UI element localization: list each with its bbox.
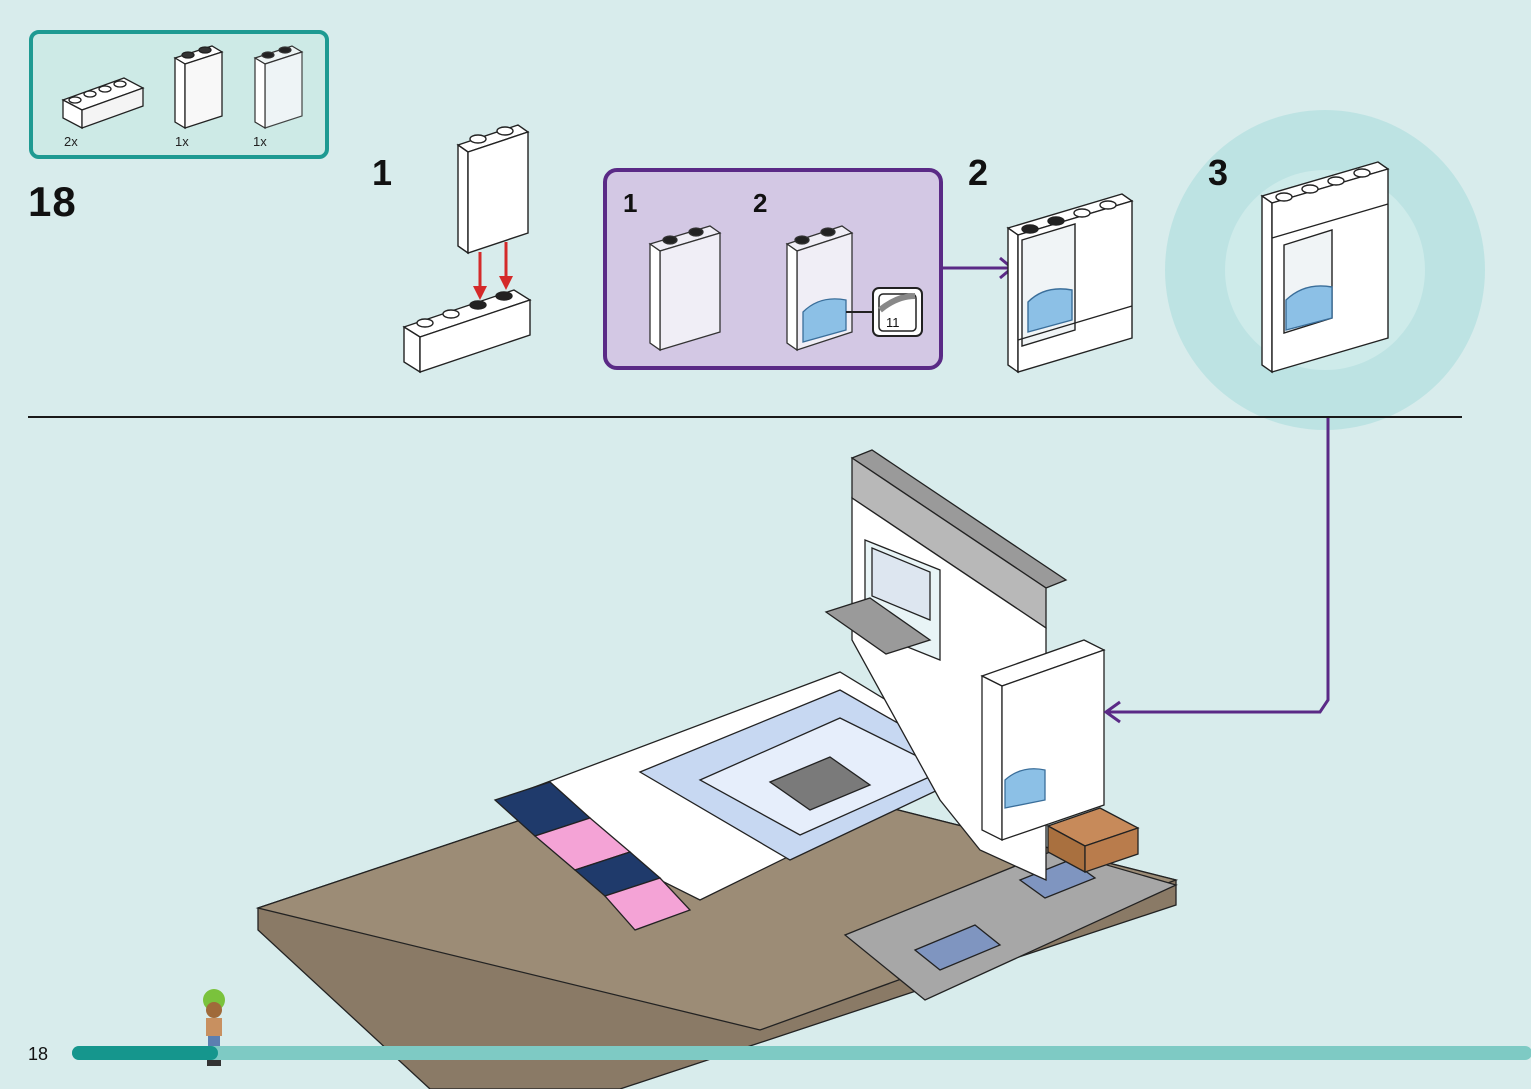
part-brick-1x2x3-icon	[173, 45, 224, 130]
callout-label-1: 1	[623, 188, 638, 218]
progress-track	[72, 1046, 1531, 1060]
sticker-number: 11	[886, 315, 900, 330]
part-panel-transparent-icon	[253, 45, 304, 130]
callout-panel-sticker-icon	[785, 225, 923, 352]
substep-label-2: 2	[968, 152, 989, 193]
substep-3-illustration	[1260, 161, 1390, 374]
part-qty-2: 1x	[175, 134, 189, 149]
substep-1-illustration	[402, 124, 532, 374]
section-divider	[28, 416, 1462, 418]
main-model-illustration	[255, 449, 1179, 1089]
step-number: 18	[28, 178, 77, 225]
progress-fill	[72, 1046, 218, 1060]
substep-label-1: 1	[372, 152, 393, 193]
part-brick-1x4-icon	[61, 77, 145, 130]
page-number: 18	[28, 1044, 49, 1064]
callout-panel-icon	[648, 225, 722, 352]
callout-label-2: 2	[753, 188, 768, 218]
substep-2-illustration	[1006, 193, 1134, 374]
substep-label-3: 3	[1208, 152, 1229, 193]
part-qty-3: 1x	[253, 134, 267, 149]
part-qty-1: 2x	[64, 134, 78, 149]
placement-arrow	[1108, 418, 1330, 714]
